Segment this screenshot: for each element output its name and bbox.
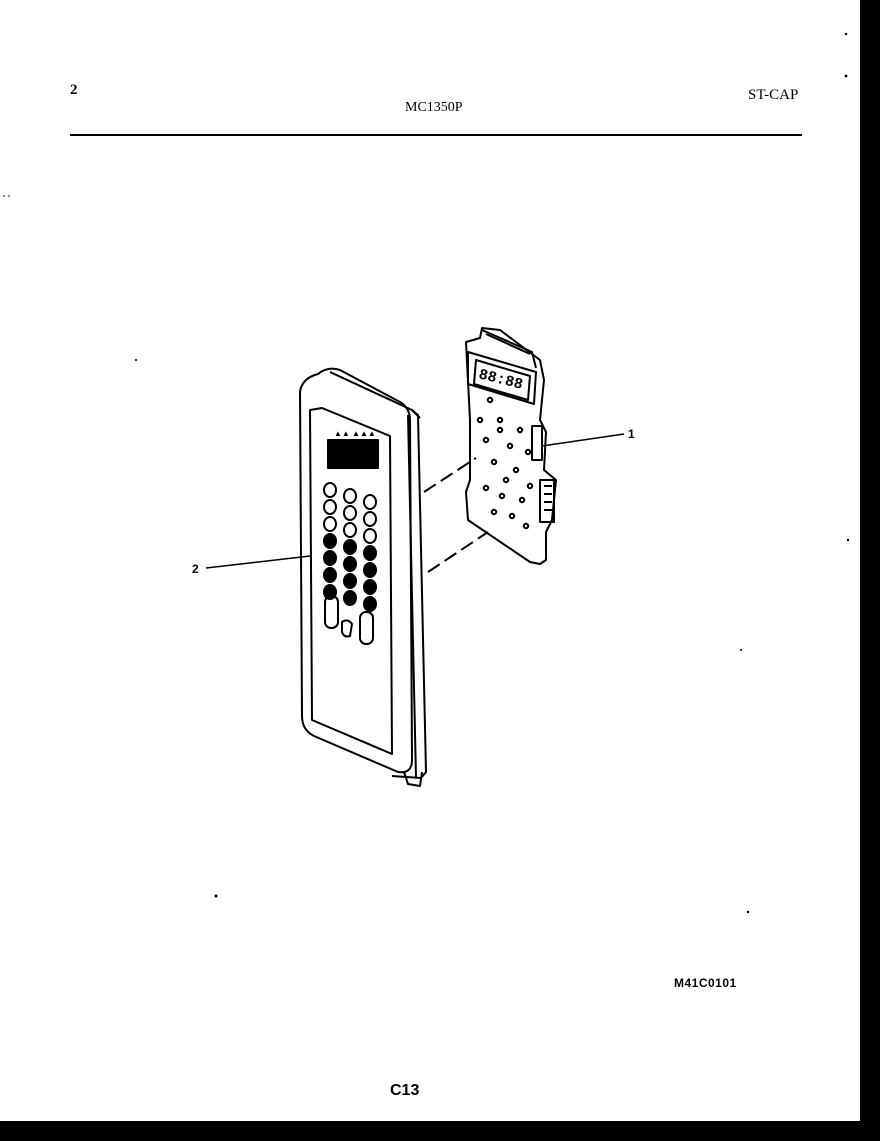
keypad-key xyxy=(343,573,357,589)
board-component xyxy=(482,436,490,444)
keypad-key xyxy=(343,505,357,521)
board-component xyxy=(496,426,504,434)
header-rule xyxy=(70,134,802,136)
keypad-keys xyxy=(323,482,377,612)
board-component xyxy=(526,482,534,490)
parts-diagram-page: 2 MC1350P ST-CAP ▲▲ ▲▲▲ xyxy=(0,0,860,1121)
keypad-key xyxy=(363,494,377,510)
board-component xyxy=(522,522,530,530)
leader-line-2 xyxy=(205,555,311,569)
board-component xyxy=(506,442,514,450)
board-component xyxy=(524,448,532,456)
callout-1: 1 xyxy=(628,427,635,441)
exploded-view-diagram: ▲▲ ▲▲▲ xyxy=(3,32,850,914)
control-board-part xyxy=(465,327,557,565)
keypad-key xyxy=(323,516,337,532)
keypad-key xyxy=(323,499,337,515)
page-number: 2 xyxy=(70,82,78,98)
keypad-key xyxy=(323,482,337,498)
board-component xyxy=(482,484,490,492)
board-component xyxy=(502,476,510,484)
assembly-line-lower xyxy=(427,531,489,573)
board-component xyxy=(486,396,494,404)
board-component xyxy=(508,512,516,520)
keypad-key xyxy=(363,596,377,612)
keypad-key xyxy=(363,528,377,544)
keypad-key xyxy=(363,511,377,527)
keypad-key xyxy=(363,579,377,595)
board-component xyxy=(496,416,504,424)
callout-2: 2 xyxy=(192,562,199,576)
board-component xyxy=(516,426,524,434)
board-component xyxy=(490,508,498,516)
keypad-key xyxy=(323,533,337,549)
page-footer-label: C13 xyxy=(390,1082,420,1099)
section-code: ST-CAP xyxy=(748,87,799,103)
board-components xyxy=(476,396,534,530)
keypad-key xyxy=(323,567,337,583)
keypad-key xyxy=(343,556,357,572)
board-component xyxy=(518,496,526,504)
model-number: MC1350P xyxy=(405,100,463,115)
keypad-key xyxy=(343,522,357,538)
board-component xyxy=(490,458,498,466)
keypad-key xyxy=(343,488,357,504)
keypad-key xyxy=(343,539,357,555)
control-panel-part: ▲▲ ▲▲▲ xyxy=(299,367,427,787)
diagram-code: M41C0101 xyxy=(674,976,737,990)
leader-line-1 xyxy=(541,433,625,447)
board-component xyxy=(498,492,506,500)
board-component xyxy=(476,416,484,424)
svg-text:▲▲ ▲▲▲: ▲▲ ▲▲▲ xyxy=(334,429,376,438)
keypad-key xyxy=(343,590,357,606)
keypad-key xyxy=(363,545,377,561)
keypad-key xyxy=(363,562,377,578)
board-component xyxy=(512,466,520,474)
scan-specks xyxy=(3,32,850,914)
keypad-key xyxy=(323,550,337,566)
assembly-line-upper xyxy=(423,457,477,493)
